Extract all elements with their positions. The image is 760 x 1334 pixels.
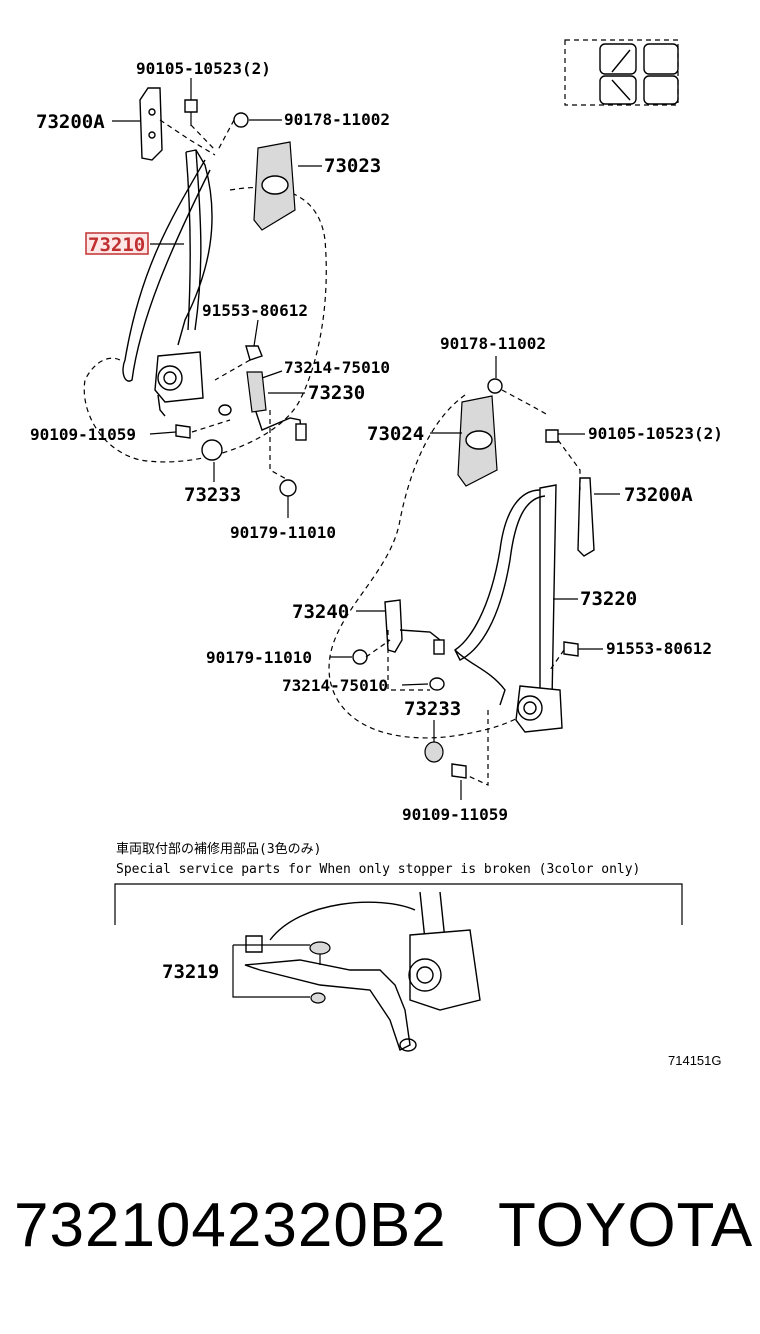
belt-73210 (177, 149, 213, 346)
spacer-73214b (429, 677, 445, 691)
label-73230: 73230 (308, 382, 365, 404)
label-73240: 73240 (292, 601, 349, 623)
part-number: 7321042320B2 (14, 1191, 447, 1260)
nut-90179b (352, 649, 368, 665)
service-note-japanese: 車両取付部の補修用部品(3色のみ) (116, 841, 321, 857)
label-90179-top: 90179-11010 (230, 523, 336, 542)
bolt-91553b (563, 641, 579, 657)
label-90109-bottom: 90109-11059 (402, 805, 508, 824)
label-73023: 73023 (324, 155, 381, 177)
retractor-left (154, 351, 204, 403)
label-91553-bottom: 91553-80612 (606, 639, 712, 658)
vehicle-location-thumbnail (564, 39, 679, 106)
label-73214-top: 73214-75010 (284, 358, 390, 377)
label-90178-bottom: 90178-11002 (440, 334, 546, 353)
label-73233-bottom: 73233 (404, 698, 461, 720)
lower-right-assembly (328, 378, 595, 786)
service-note-english: Special service parts for When only stop… (116, 862, 640, 877)
nut-90178a (233, 112, 249, 128)
service-parts-inset (114, 883, 683, 1052)
cap-73233b (424, 741, 444, 763)
label-73214-bottom: 73214-75010 (282, 676, 388, 695)
bolt-90109b (451, 763, 467, 779)
nut-90179a (279, 479, 297, 497)
label-73200a-top: 73200A (36, 111, 105, 133)
illustration-code: 714151G (668, 1053, 722, 1068)
label-90105-top: 90105-10523(2) (136, 59, 271, 78)
label-73024: 73024 (367, 423, 424, 445)
label-90109-top: 90109-11059 (30, 425, 136, 444)
bolt-90109a (175, 424, 191, 439)
label-73210: 73210 (88, 234, 145, 256)
cap-73233a (201, 439, 223, 461)
label-73219: 73219 (162, 961, 219, 983)
bolt-90105b (545, 429, 559, 443)
belt-73220 (539, 484, 557, 703)
label-90179-bottom: 90179-11010 (206, 648, 312, 667)
footer: 7321042320B2 TOYOTA (0, 1190, 760, 1280)
label-91553-top: 91553-80612 (202, 301, 308, 320)
bolt-90105a (184, 99, 198, 113)
highlight-box-73210 (85, 232, 149, 255)
part-labels: 90105-10523(2) 73200A 90178-11002 73023 … (30, 59, 723, 1068)
buckle-73230 (246, 371, 267, 413)
anchor-bracket-73200a (139, 87, 163, 161)
nut-90178b (487, 378, 503, 394)
buckle-bracket-73240 (384, 599, 403, 653)
leader-lines (112, 78, 620, 800)
label-90178-top: 90178-11002 (284, 110, 390, 129)
spacer-73214a (218, 404, 232, 416)
label-73200a-bottom: 73200A (624, 484, 693, 506)
anchor-bracket-73200b (577, 477, 595, 557)
label-90105-bottom: 90105-10523(2) (588, 424, 723, 443)
label-73233-top: 73233 (184, 484, 241, 506)
seat-outline-left (83, 186, 327, 463)
bolt-91553a (245, 345, 263, 361)
upper-left-assembly (83, 87, 327, 497)
stopper-73219 (245, 935, 263, 953)
retractor-inset (409, 929, 481, 1011)
brand-name: TOYOTA (498, 1191, 754, 1260)
seat-outline-right (328, 394, 546, 739)
label-73220: 73220 (580, 588, 637, 610)
retractor-right (515, 685, 563, 733)
